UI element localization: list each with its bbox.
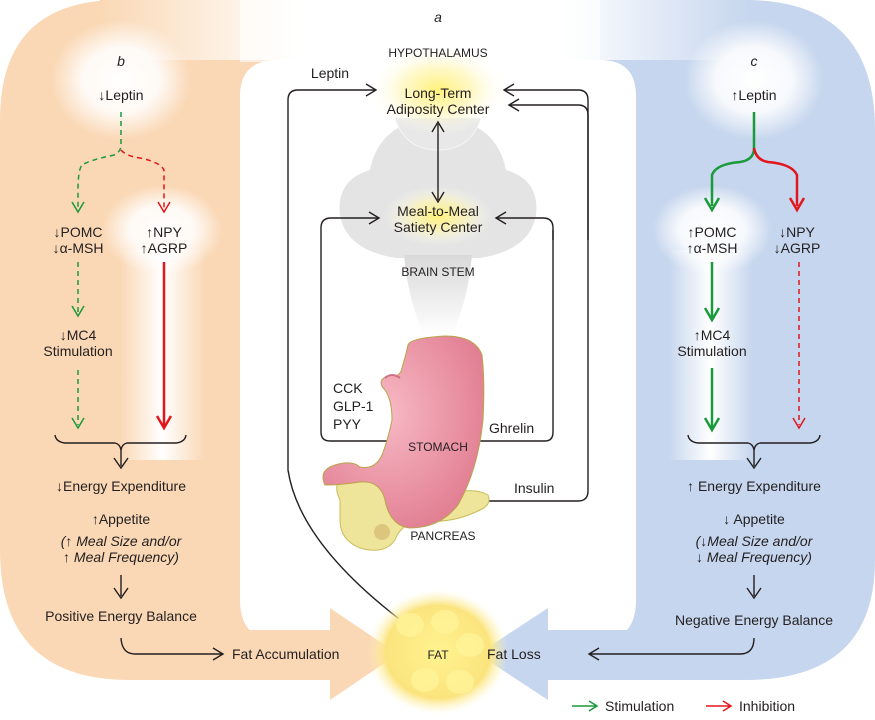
brain-stem-label: BRAIN STEM xyxy=(401,265,474,279)
c-mc4-stimulation: Stimulation xyxy=(677,343,746,359)
glow xyxy=(51,20,191,140)
pancreas-label: PANCREAS xyxy=(410,529,475,543)
c-pomc: ↑POMC xyxy=(688,224,737,240)
c-to-fat-arrow xyxy=(587,637,755,661)
stomach-illustration xyxy=(322,335,485,529)
b-agrp: ↑AGRP xyxy=(141,240,188,256)
c-agrp: ↓AGRP xyxy=(774,240,821,256)
b-mc4: ↓MC4 xyxy=(60,327,97,343)
central-connectors xyxy=(287,83,589,639)
b-energy-expenditure: ↓Energy Expenditure xyxy=(56,478,186,494)
panel-c-label: c xyxy=(751,53,758,69)
long-term-center-line1: Long-Term xyxy=(405,85,472,101)
legend-inhibition-arrow xyxy=(706,700,733,712)
c-meal-frequency: ↓ Meal Frequency) xyxy=(696,549,812,565)
c-energy-expenditure: ↑ Energy Expenditure xyxy=(687,478,821,494)
panel-b-label: b xyxy=(117,53,125,69)
b-mc4-stimulation: Stimulation xyxy=(43,343,112,359)
fat-label: FAT xyxy=(427,648,449,662)
meal-satiety-center-line2: Satiety Center xyxy=(394,219,483,235)
b-leptin: ↓Leptin xyxy=(98,87,143,103)
c-appetite: ↓ Appetite xyxy=(723,511,785,527)
c-msh: ↑α-MSH xyxy=(687,240,738,256)
panel-a-label: a xyxy=(434,9,442,25)
c-pathway-arrows xyxy=(703,262,806,433)
long-term-center-line2: Adiposity Center xyxy=(387,101,490,117)
b-pathway-arrows xyxy=(71,262,173,431)
c-leptin: ↑Leptin xyxy=(731,87,776,103)
b-msh: ↓α-MSH xyxy=(53,240,104,256)
b-appetite: ↑Appetite xyxy=(92,511,151,527)
stomach-label: STOMACH xyxy=(408,440,468,454)
c-arrow-down xyxy=(746,575,762,600)
c-meal-size: (↓Meal Size and/or xyxy=(696,533,814,549)
legend-inhibition: Inhibition xyxy=(739,698,795,714)
legend-stimulation: Stimulation xyxy=(605,698,674,714)
b-pomc: ↓POMC xyxy=(54,224,103,240)
brain-illustration xyxy=(339,10,537,335)
b-npy: ↑NPY xyxy=(146,224,182,240)
meal-satiety-center-line1: Meal-to-Meal xyxy=(397,203,479,219)
hormone-insulin: Insulin xyxy=(514,480,554,496)
b-meal-size: (↑ Meal Size and/or xyxy=(61,533,183,549)
b-to-fat-arrow xyxy=(120,637,225,661)
b-fat-accumulation: Fat Accumulation xyxy=(232,646,339,662)
c-npy: ↓NPY xyxy=(779,224,815,240)
hormone-pyy: PYY xyxy=(333,416,362,432)
fat-illustration xyxy=(368,590,508,714)
c-brace xyxy=(687,434,821,470)
hormone-cck: CCK xyxy=(333,380,363,396)
b-positive-energy-balance: Positive Energy Balance xyxy=(45,608,197,624)
hormone-ghrelin: Ghrelin xyxy=(489,420,534,436)
leptin-label: Leptin xyxy=(311,65,349,81)
c-fat-loss: Fat Loss xyxy=(487,646,541,662)
legend: Stimulation Inhibition xyxy=(572,698,795,714)
hormone-glp1: GLP-1 xyxy=(333,398,374,414)
glow xyxy=(684,20,824,140)
c-mc4: ↑MC4 xyxy=(694,327,731,343)
b-arrow-down xyxy=(113,575,129,600)
b-leptin-branch xyxy=(71,112,171,214)
legend-stimulation-arrow xyxy=(572,700,599,712)
b-meal-frequency: ↑ Meal Frequency) xyxy=(63,549,179,565)
fat-accumulation-arrow-shape xyxy=(130,608,398,700)
hypothalamus-label: HYPOTHALAMUS xyxy=(388,46,487,60)
glow xyxy=(120,250,205,460)
b-brace xyxy=(54,434,187,470)
c-negative-energy-balance: Negative Energy Balance xyxy=(675,612,833,628)
c-leptin-branch xyxy=(703,112,806,213)
